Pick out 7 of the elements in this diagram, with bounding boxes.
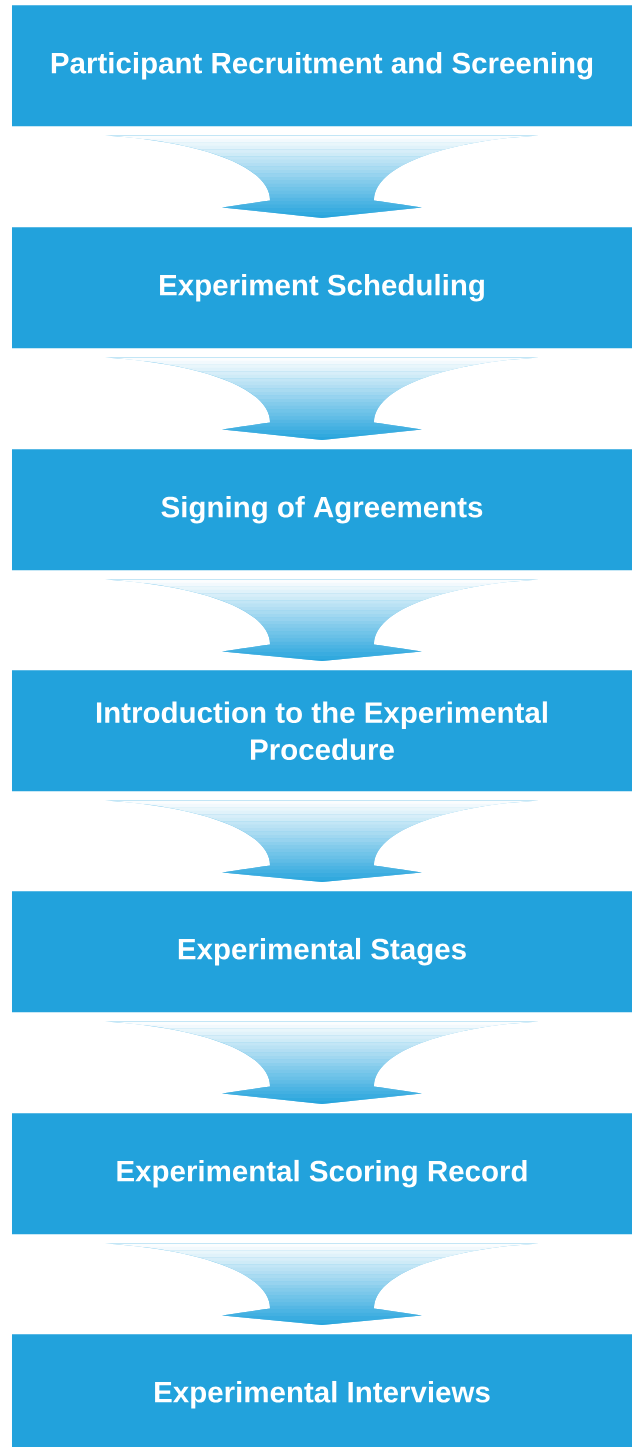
process-box: Experimental Scoring Record	[12, 1113, 632, 1235]
process-box: Signing of Agreements	[12, 449, 632, 571]
process-box: Participant Recruitment and Screening	[12, 5, 632, 127]
process-box: Experimental Stages	[12, 891, 632, 1013]
process-box: Introduction to the Experimental Procedure	[12, 670, 632, 792]
process-box: Experiment Scheduling	[12, 227, 632, 349]
process-box: Experimental Interviews	[12, 1334, 632, 1447]
